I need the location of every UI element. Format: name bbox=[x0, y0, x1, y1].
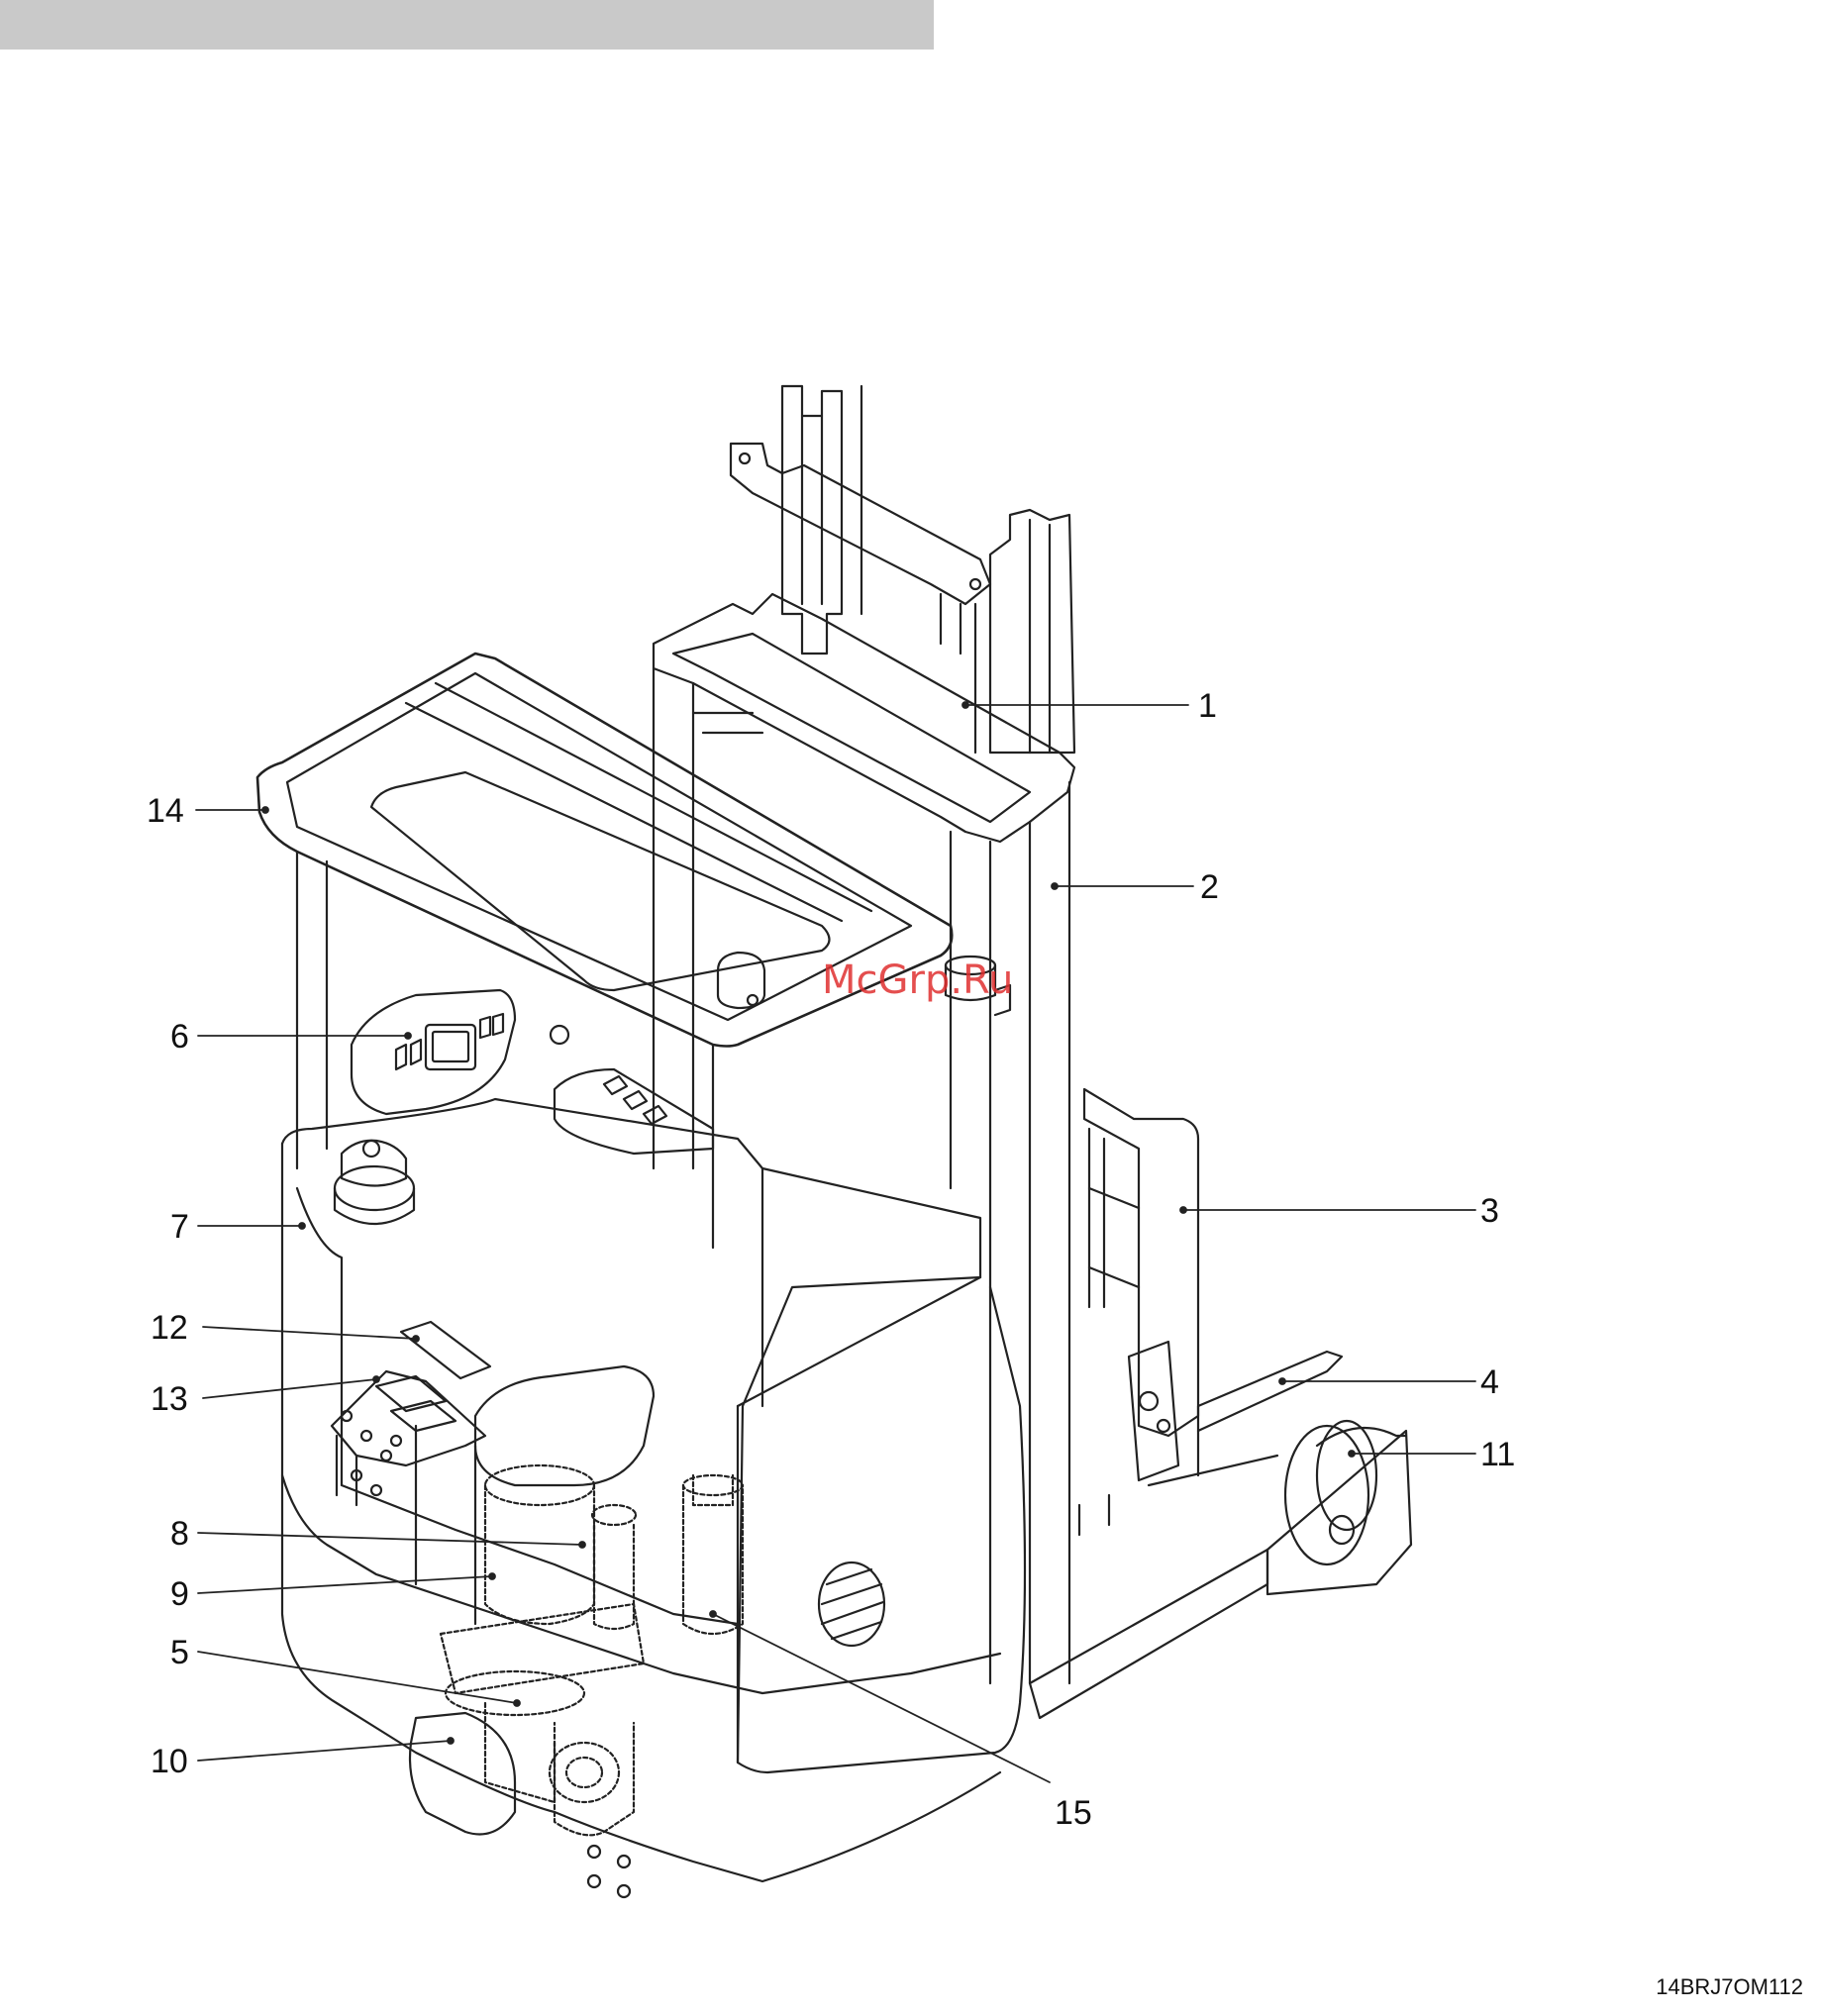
watermark: McGrp.Ru bbox=[822, 958, 1013, 1003]
callout-10: 10 bbox=[151, 1743, 188, 1780]
load-backrest bbox=[1084, 1089, 1198, 1436]
chassis bbox=[282, 1099, 1025, 1881]
floor-pedals bbox=[332, 1322, 490, 1505]
hatched-emblem bbox=[819, 1562, 884, 1646]
callout-8: 8 bbox=[170, 1515, 189, 1553]
callout-9: 9 bbox=[170, 1575, 189, 1613]
callout-2: 2 bbox=[1200, 868, 1219, 906]
callout-14: 14 bbox=[147, 792, 184, 830]
figure-code: 14BRJ7OM112 bbox=[1656, 1974, 1803, 2000]
callout-6: 6 bbox=[170, 1018, 189, 1056]
callout-15: 15 bbox=[1055, 1794, 1092, 1832]
callout-3: 3 bbox=[1480, 1192, 1499, 1230]
callout-13: 13 bbox=[151, 1380, 188, 1418]
callout-labels: 1 2 3 4 5 6 7 8 9 10 11 12 13 14 15 bbox=[147, 687, 1515, 1832]
steering-wheel bbox=[335, 1141, 414, 1224]
hydraulic-levers bbox=[555, 1069, 713, 1154]
dashboard bbox=[352, 990, 568, 1114]
overhead-guard bbox=[257, 654, 952, 1248]
callout-5: 5 bbox=[170, 1634, 189, 1671]
callout-4: 4 bbox=[1480, 1363, 1499, 1401]
callout-1: 1 bbox=[1198, 687, 1217, 725]
mast-inner bbox=[782, 386, 861, 654]
drive-wheel-cover bbox=[410, 1713, 515, 1835]
mast-channels bbox=[975, 510, 1074, 753]
battery-connector bbox=[683, 1475, 743, 1634]
side-bracket bbox=[1129, 1342, 1178, 1480]
callout-11: 11 bbox=[1480, 1436, 1515, 1473]
callout-7: 7 bbox=[170, 1208, 189, 1246]
callout-12: 12 bbox=[151, 1309, 188, 1347]
leader-lines bbox=[196, 702, 1475, 1782]
mast-outer bbox=[654, 594, 1074, 1683]
straddle-leg bbox=[1030, 1421, 1411, 1718]
